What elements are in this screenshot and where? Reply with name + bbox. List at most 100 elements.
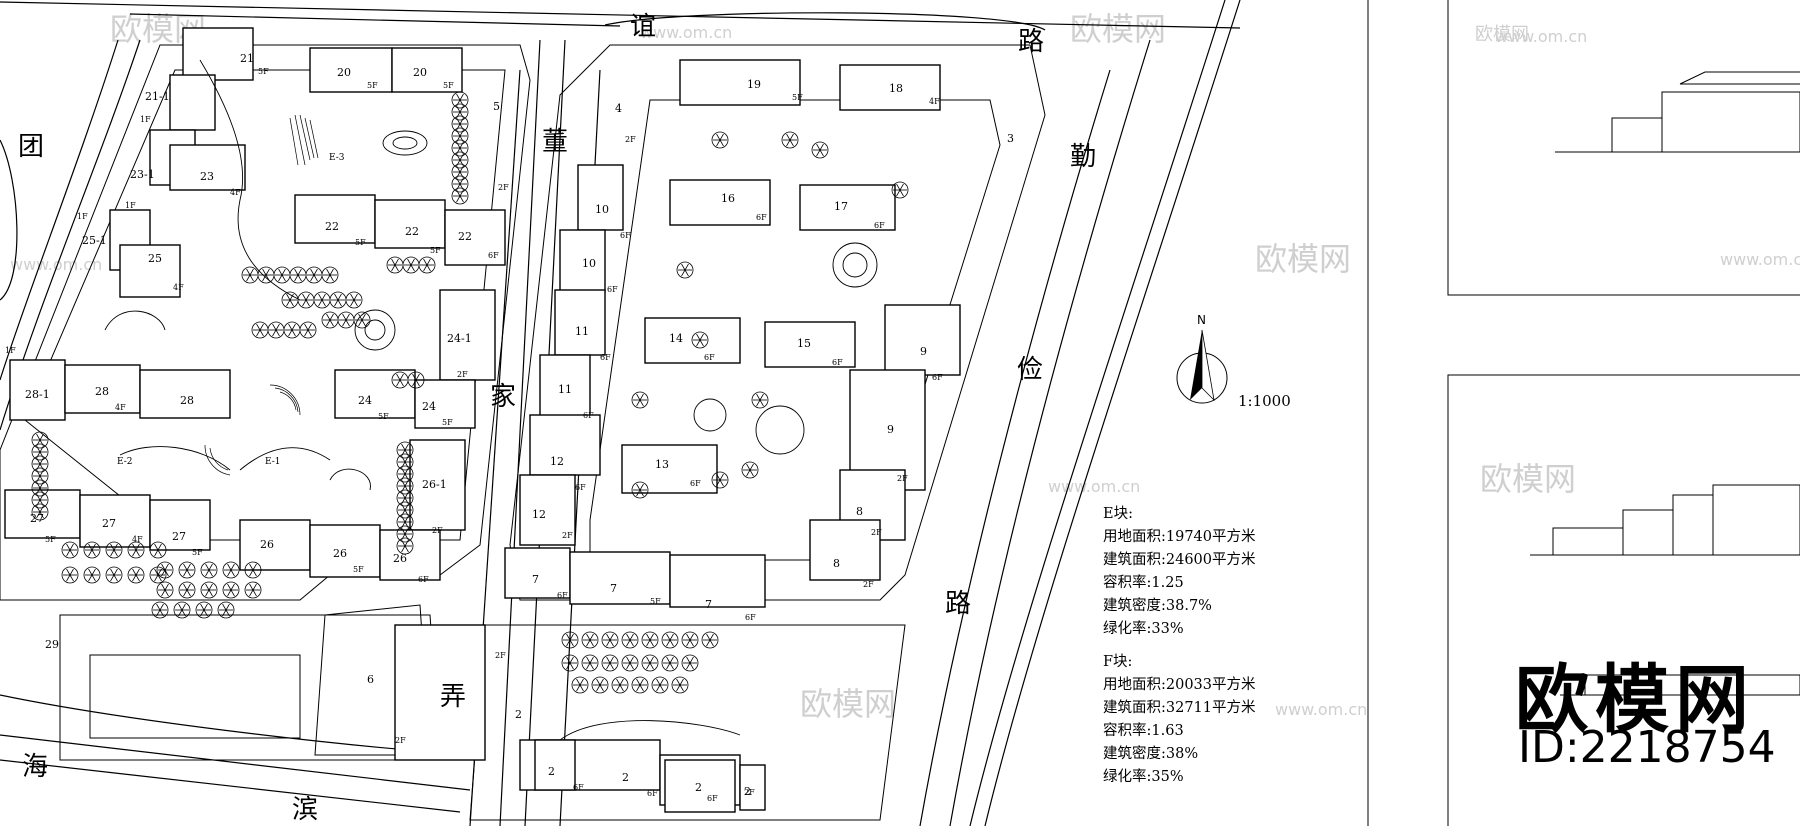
tree-icon <box>127 541 145 559</box>
building-number: 2 <box>695 781 702 794</box>
tree-icon <box>283 321 301 339</box>
tree-icon <box>451 151 469 169</box>
building-floors: 5F <box>367 81 378 90</box>
f-block-line: 绿化率:35% <box>1103 769 1184 785</box>
building-number: 23 <box>200 170 214 183</box>
building-floors: 4F <box>132 535 143 544</box>
tree-icon <box>83 566 101 584</box>
tree-icon <box>396 537 414 555</box>
tree-icon <box>621 631 639 649</box>
building-number: 21-1 <box>145 90 170 103</box>
tree-icon <box>631 676 649 694</box>
f-block-line: 建筑面积:32711平方米 <box>1103 700 1256 716</box>
building-floors: 2F <box>744 788 755 797</box>
tree-symbols <box>31 91 909 694</box>
faint-watermark: 欧模网 <box>1255 240 1351 278</box>
tree-icon <box>402 256 420 274</box>
tree-icon <box>396 501 414 519</box>
building-number: 7 <box>610 582 617 595</box>
road-name: 滨 <box>292 795 318 825</box>
tree-icon <box>178 561 196 579</box>
tree-icon <box>641 654 659 672</box>
building-number: 10 <box>582 257 596 270</box>
building-number: 28 <box>95 385 109 398</box>
north-arrow-icon <box>1176 329 1228 404</box>
building-number: 26 <box>333 547 347 560</box>
tree-icon <box>631 481 649 499</box>
building-floors: 6F <box>583 411 594 420</box>
garden-zone-label: E-1 <box>265 457 281 467</box>
e-block-buildings <box>4 27 506 581</box>
tree-icon <box>571 676 589 694</box>
e-block-stats: E块: 用地面积:19740平方米 建筑面积:24600平方米 容积率:1.25… <box>1103 503 1256 641</box>
building-floors: 2F <box>562 531 573 540</box>
building-number: 28 <box>180 394 194 407</box>
building-number: 8 <box>856 505 863 518</box>
faint-watermark: 欧模网 <box>800 685 896 723</box>
faint-watermark: 欧模网 <box>1070 10 1166 48</box>
building-number: 19 <box>747 78 761 91</box>
tree-icon <box>396 441 414 459</box>
building-number: 5 <box>493 100 500 113</box>
scale-label: 1:1000 <box>1238 392 1291 410</box>
building-floors: 6F <box>932 373 943 382</box>
tree-icon <box>581 631 599 649</box>
tree-icon <box>321 311 339 329</box>
tree-icon <box>681 631 699 649</box>
building-number: 26 <box>393 552 407 565</box>
building-number: 24-1 <box>447 332 472 345</box>
tree-icon <box>273 266 291 284</box>
tree-icon <box>31 479 49 497</box>
tree-icon <box>217 601 235 619</box>
building-number: 9 <box>887 423 894 436</box>
watermark-id: ID:2218754 <box>1518 722 1776 773</box>
tree-icon <box>244 581 262 599</box>
building-number: 26-1 <box>422 478 447 491</box>
tree-icon <box>156 561 174 579</box>
building-number: 9 <box>920 345 927 358</box>
tree-icon <box>149 541 167 559</box>
tree-icon <box>751 391 769 409</box>
building-floors: 6F <box>600 353 611 362</box>
building-number: 29 <box>45 638 59 651</box>
building-number: 25-1 <box>82 234 107 247</box>
building-number: 14 <box>669 332 683 345</box>
tree-icon <box>353 311 371 329</box>
building-floors: 5F <box>442 418 453 427</box>
garden-zone-label: E-3 <box>329 153 345 163</box>
road-labels: 谊路团董家弄勤俭路海滨 <box>18 12 1096 825</box>
tree-icon <box>591 676 609 694</box>
building-number: 12 <box>532 508 546 521</box>
road-name: 董 <box>542 127 568 157</box>
building-labels: 215F21-11F205F205F52F23-11F234F225F225F2… <box>5 52 1014 803</box>
tree-icon <box>891 181 909 199</box>
building-floors: 5F <box>443 81 454 90</box>
tree-icon <box>337 311 355 329</box>
faint-watermark-url: www.om.cn <box>1720 250 1800 269</box>
building-number: 22 <box>405 225 419 238</box>
tree-icon <box>451 187 469 205</box>
tree-icon <box>31 431 49 449</box>
faint-watermark-url: www.om.cn <box>1495 27 1587 46</box>
building-number: 25 <box>148 252 162 265</box>
building-floors: 5F <box>258 67 269 76</box>
tree-icon <box>345 291 363 309</box>
e-block-line: 绿化率:33% <box>1103 621 1184 637</box>
tree-icon <box>661 631 679 649</box>
tree-icon <box>581 654 599 672</box>
building-floors: 2F <box>863 580 874 589</box>
tree-icon <box>711 471 729 489</box>
building-floors: 6F <box>575 483 586 492</box>
building-number: 24 <box>422 400 436 413</box>
road-name: 海 <box>22 752 48 782</box>
building-floors: 2F <box>395 736 406 745</box>
f-block-title: F块: <box>1103 654 1133 670</box>
tree-icon <box>681 654 699 672</box>
tree-icon <box>676 261 694 279</box>
e-block-line: 容积率:1.25 <box>1103 575 1184 591</box>
tree-icon <box>451 127 469 145</box>
building-number: 18 <box>889 82 903 95</box>
tree-icon <box>631 391 649 409</box>
road-name: 路 <box>1018 27 1044 57</box>
